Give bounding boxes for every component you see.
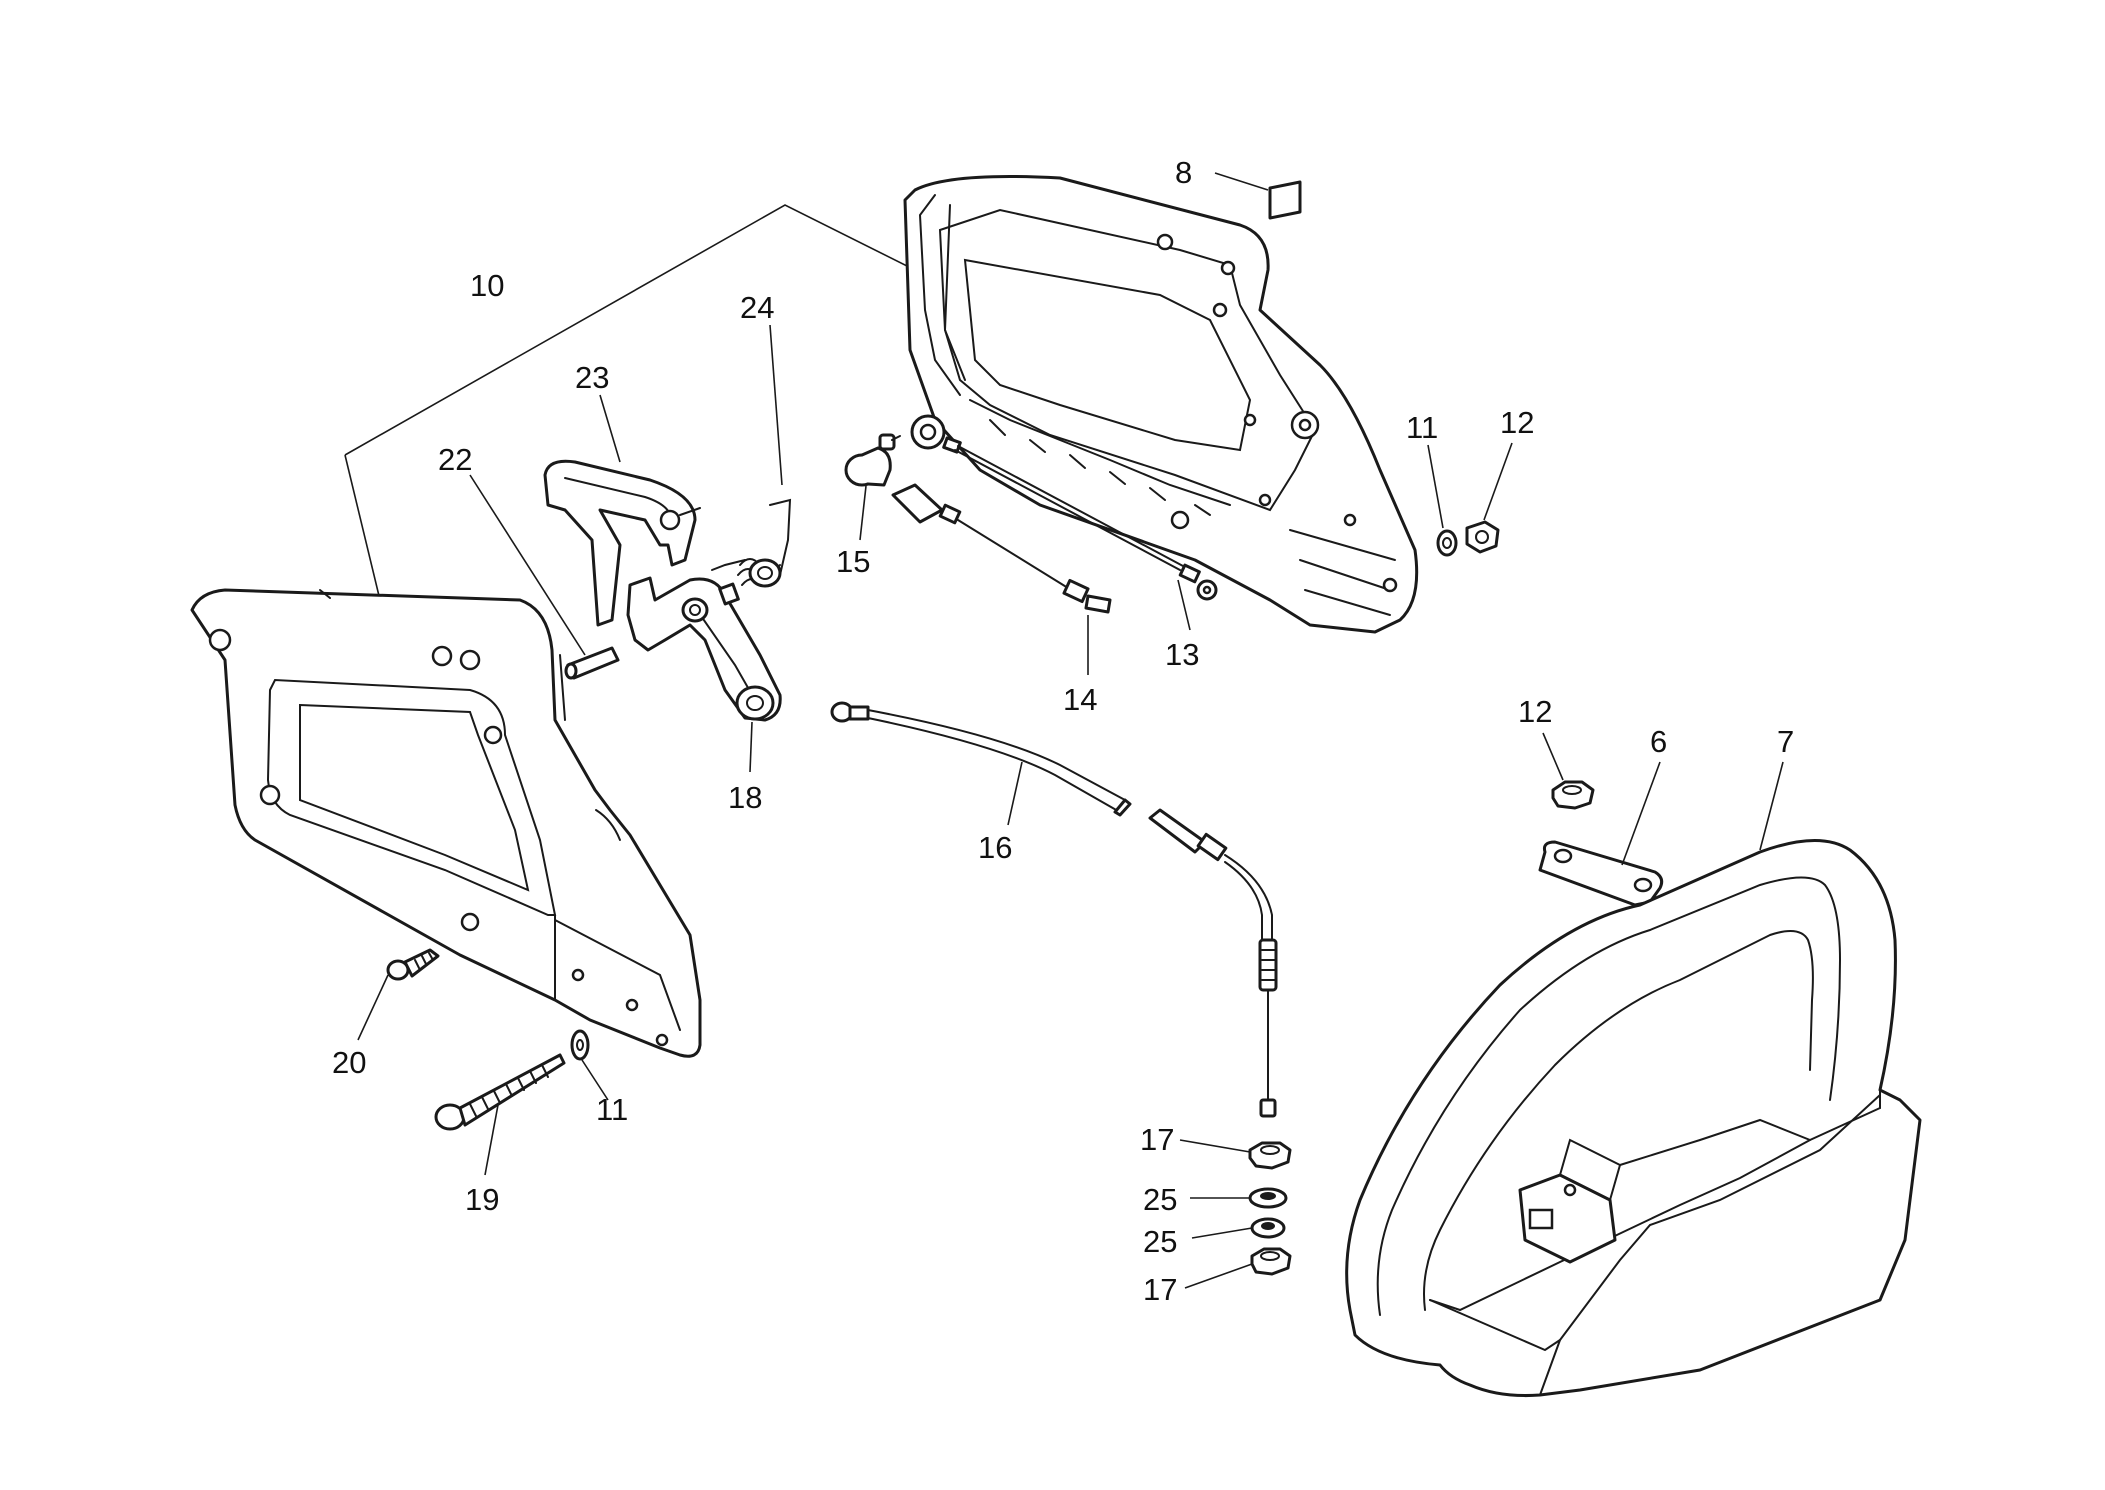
callout-16: 16 — [978, 830, 1012, 865]
washer-11-lower[interactable] — [570, 1029, 590, 1061]
callout-17-top: 17 — [1140, 1122, 1174, 1157]
throttle-trigger-18[interactable] — [626, 576, 782, 722]
screw-20[interactable] — [386, 948, 440, 981]
callout-24: 24 — [740, 290, 774, 325]
decal-8[interactable] — [1214, 172, 1302, 220]
left-handle-half[interactable] — [190, 588, 702, 1058]
callout-12-middle: 12 — [1518, 694, 1552, 729]
nut-12-middle[interactable] — [1551, 780, 1595, 810]
callout-23: 23 — [575, 360, 609, 395]
washer-11-upper[interactable] — [1436, 529, 1458, 557]
pin-22[interactable] — [564, 646, 620, 680]
plate-6[interactable] — [1538, 840, 1664, 907]
leader-lines — [357, 324, 1784, 1289]
nut-12-upper[interactable] — [1465, 520, 1500, 554]
nut-17-top[interactable] — [1248, 1141, 1292, 1170]
callout-13: 13 — [1165, 637, 1199, 672]
callout-25-top: 25 — [1143, 1182, 1177, 1217]
bracket-leader-10 — [344, 204, 926, 601]
spring-24[interactable] — [711, 498, 792, 588]
callout-14: 14 — [1063, 682, 1097, 717]
screw-19[interactable] — [434, 1053, 566, 1131]
switch-15[interactable] — [844, 433, 901, 487]
callout-11-lower: 11 — [596, 1092, 628, 1127]
callout-18: 18 — [728, 780, 762, 815]
callout-22: 22 — [438, 442, 472, 477]
front-handle-7[interactable] — [1345, 839, 1922, 1398]
callout-7: 7 — [1777, 724, 1794, 759]
lever-23[interactable] — [543, 459, 701, 627]
washer-25-top[interactable] — [1248, 1187, 1288, 1209]
callout-15: 15 — [836, 544, 870, 579]
right-handle-half[interactable] — [903, 175, 1419, 634]
callout-20: 20 — [332, 1045, 366, 1080]
callout-11-upper: 11 — [1406, 410, 1438, 445]
callout-19: 19 — [465, 1182, 499, 1217]
wire-14[interactable] — [891, 483, 1112, 614]
callout-25-bottom: 25 — [1143, 1224, 1177, 1259]
washer-25-bottom[interactable] — [1250, 1217, 1286, 1239]
callout-10: 10 — [470, 268, 504, 303]
throttle-cable-16[interactable] — [830, 701, 1278, 1118]
callout-17-bottom: 17 — [1143, 1272, 1177, 1307]
callout-6: 6 — [1650, 724, 1667, 759]
ground-wire-13[interactable] — [910, 414, 1218, 601]
callout-12-upper: 12 — [1500, 405, 1534, 440]
callout-labels: 8 10 24 23 22 11 12 15 13 14 18 16 12 6 … — [332, 155, 1794, 1307]
callout-8: 8 — [1175, 155, 1192, 190]
nut-17-bottom[interactable] — [1250, 1247, 1292, 1276]
